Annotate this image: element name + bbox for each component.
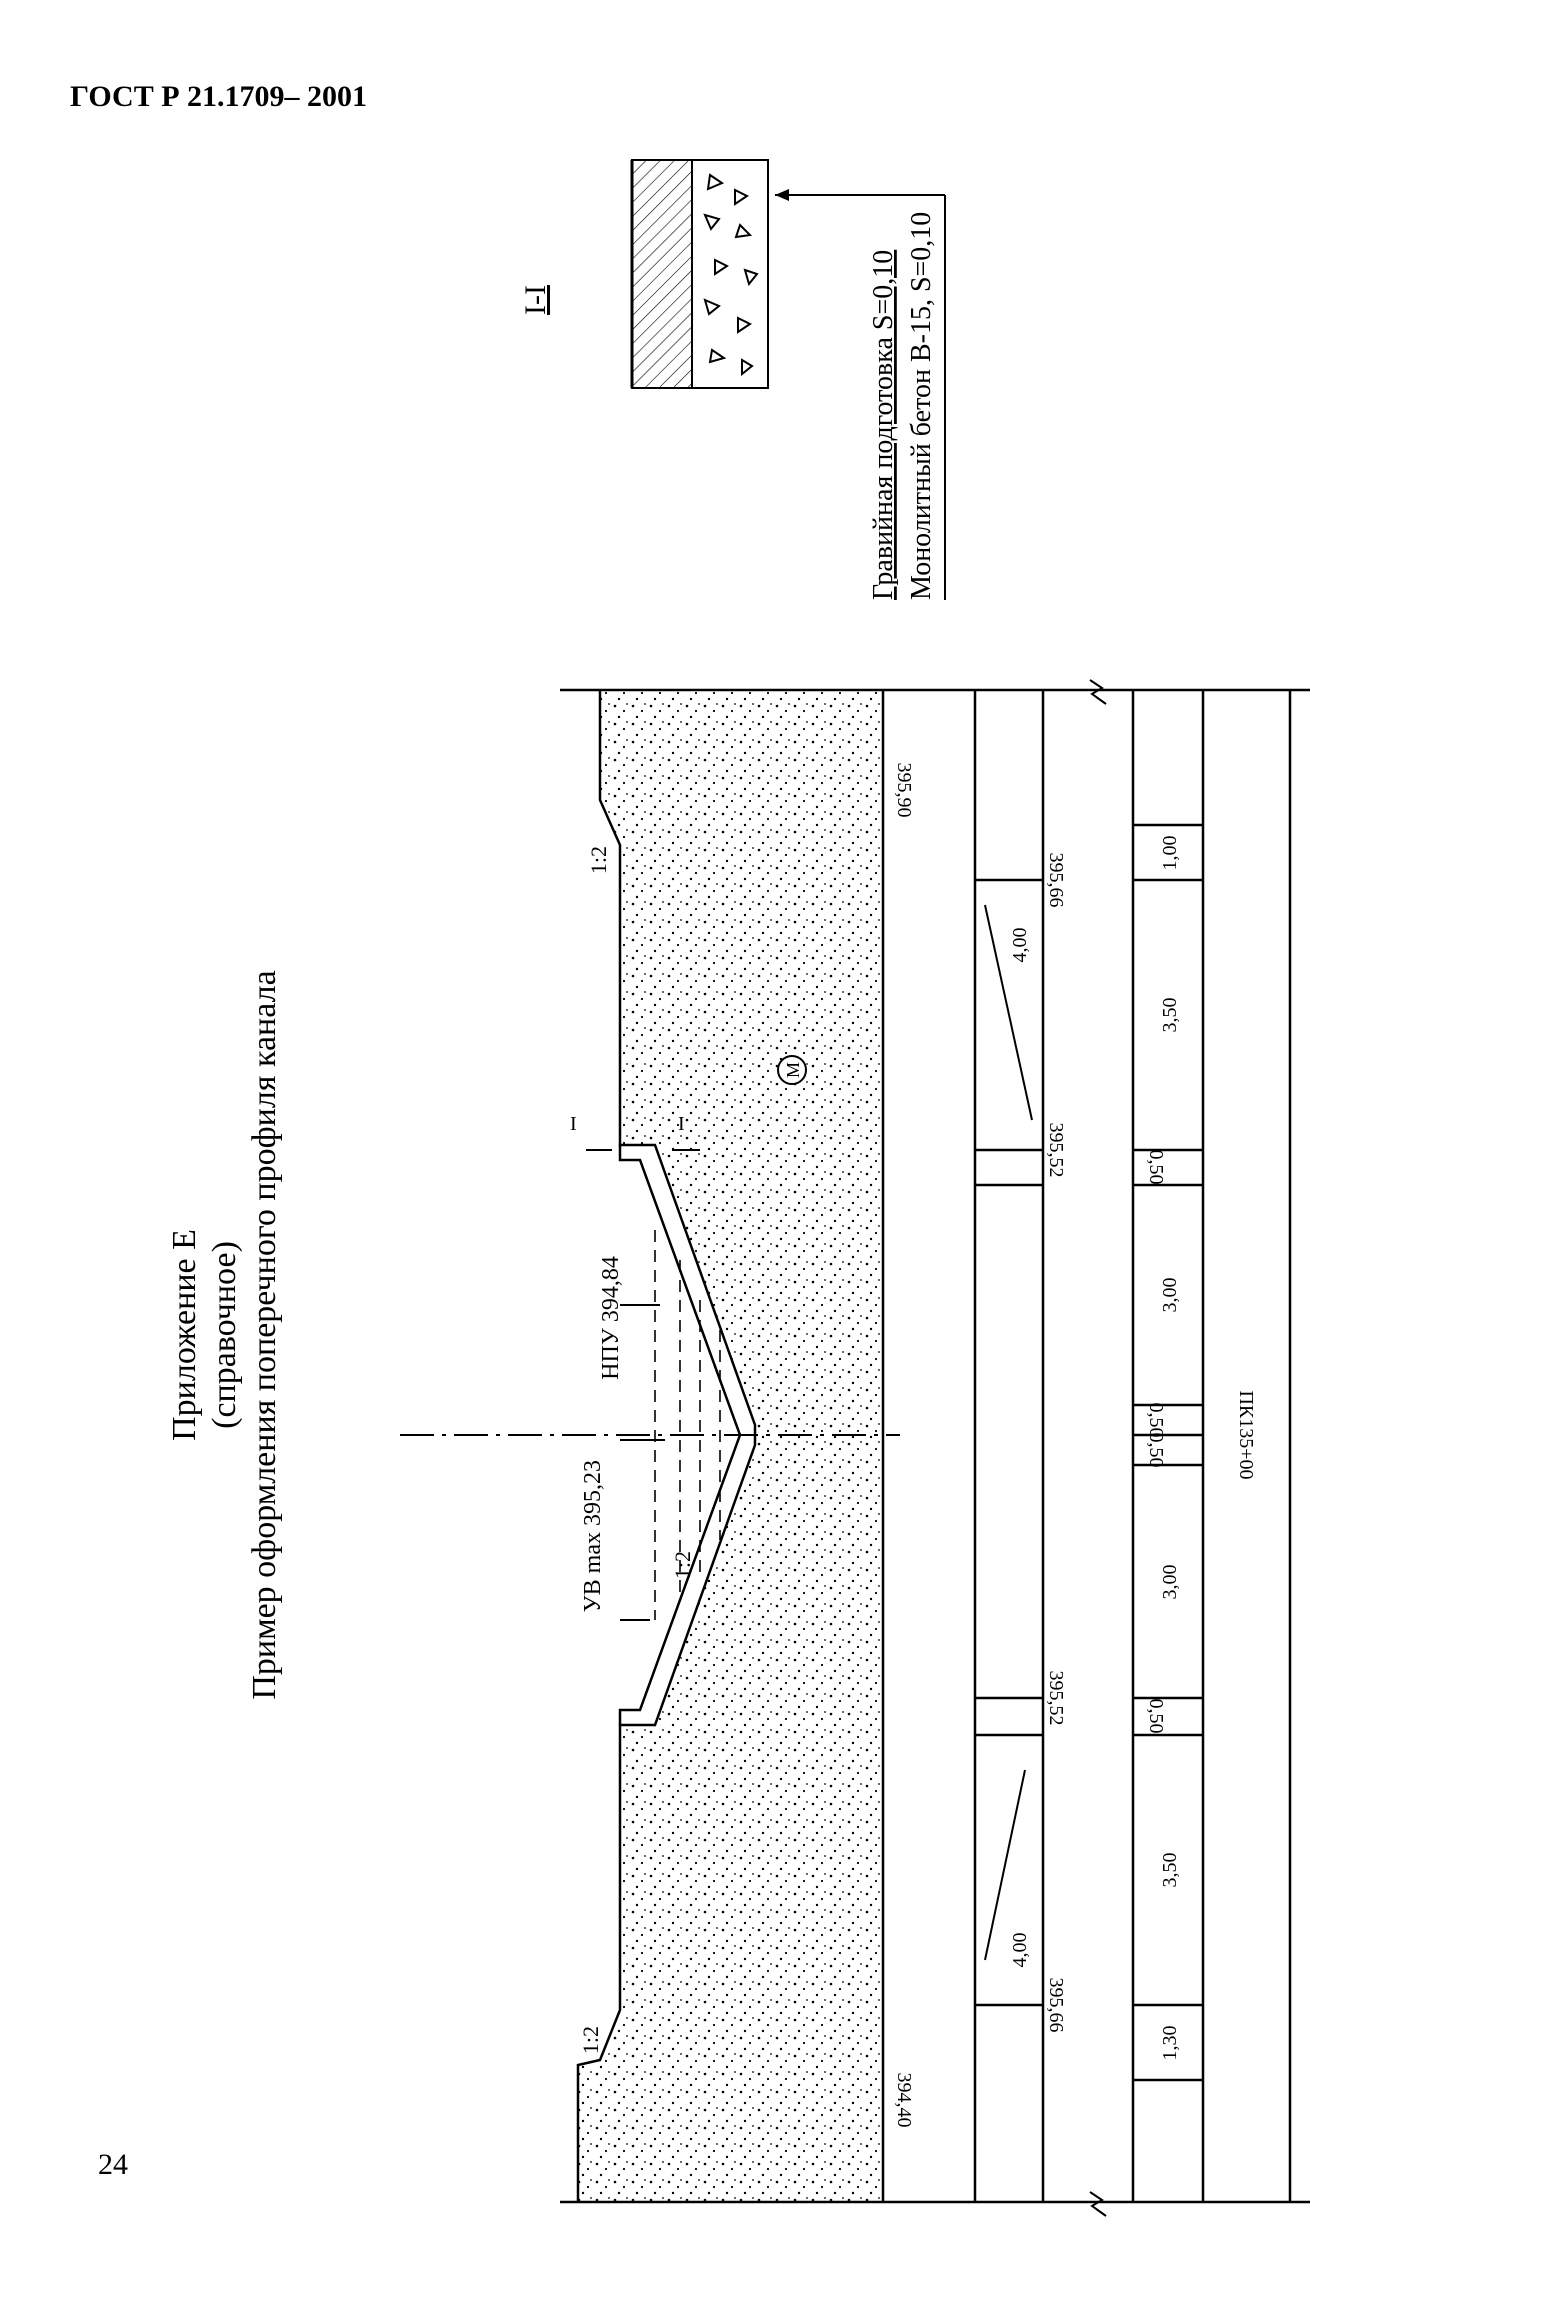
elevation-3: 395,52 [1045, 1671, 1067, 1726]
concrete-aggregate [703, 173, 759, 377]
section-mark-1: I [570, 1113, 577, 1135]
profile-data-table [560, 679, 1310, 2217]
distance-5: 0,50 [1145, 1403, 1167, 1438]
page-number: 24 [98, 2148, 128, 2181]
section-label: I-I [519, 285, 552, 315]
distance-2: 3,50 [1159, 998, 1181, 1033]
soil-marker [777, 1055, 807, 1085]
section-detail: I-I Гравийная подготовка S=0,10 Монолитн… [519, 159, 946, 600]
appendix-title-line3: Пример оформления поперечного профиля ка… [246, 970, 283, 1699]
distance-7: 3,00 [1159, 1565, 1181, 1600]
distance-6: 0,50 [1145, 1433, 1167, 1468]
layer2-label: Монолитный бетон В-15, S=0,10 [906, 212, 937, 600]
distance-10: 1,30 [1159, 2026, 1181, 2061]
gravel-layer [631, 159, 693, 389]
slope-value-1: 4,00 [1009, 928, 1031, 963]
elevation-1: 395,66 [1045, 853, 1067, 908]
distance-3: 0,50 [1145, 1150, 1167, 1185]
slope-value-2: 4,00 [1009, 1933, 1031, 1968]
slope-label-bottom: 1:2 [578, 2026, 603, 2054]
appendix-title-line1: Приложение Е [166, 1229, 203, 1441]
elevation-4: 395,66 [1045, 1978, 1067, 2033]
distance-8: 0,50 [1145, 1699, 1167, 1734]
section-mark-2: I [678, 1113, 685, 1135]
ground-line [576, 690, 757, 2202]
picket-label: ПК135+00 [1235, 1390, 1257, 1479]
elevation-2: 395,52 [1045, 1123, 1067, 1178]
document-code-header: ГОСТ Р 21.1709– 2001 [70, 80, 368, 113]
distance-1: 1,00 [1159, 836, 1181, 871]
soil-marker-label: M [783, 1062, 803, 1078]
layer1-label: Гравийная подготовка S=0,10 [868, 250, 899, 600]
table-values: 395,90 394,40 395,66 395,52 395,52 395,6… [893, 763, 1257, 2128]
appendix-title-line2: (справочное) [206, 1241, 243, 1429]
distance-4: 3,00 [1159, 1278, 1181, 1313]
appendix-title: Приложение Е (справочное) Пример оформле… [166, 970, 283, 1699]
water-levels [654, 1230, 721, 1620]
water-normal-label: НПУ 394,84 [598, 1256, 624, 1380]
water-max-label: УВ max 395,23 [580, 1460, 606, 1612]
slope-label-canal: 1:2 [670, 1551, 695, 1579]
elev-left-ground: 395,90 [893, 763, 915, 818]
cross-section-profile: УВ max 395,23 НПУ 394,84 1:2 1:2 1:2 I I… [400, 690, 900, 2202]
distance-9: 3,50 [1159, 1853, 1181, 1888]
slope-label-top: 1:2 [586, 846, 611, 874]
elev-right-ground: 394,40 [893, 2073, 915, 2128]
